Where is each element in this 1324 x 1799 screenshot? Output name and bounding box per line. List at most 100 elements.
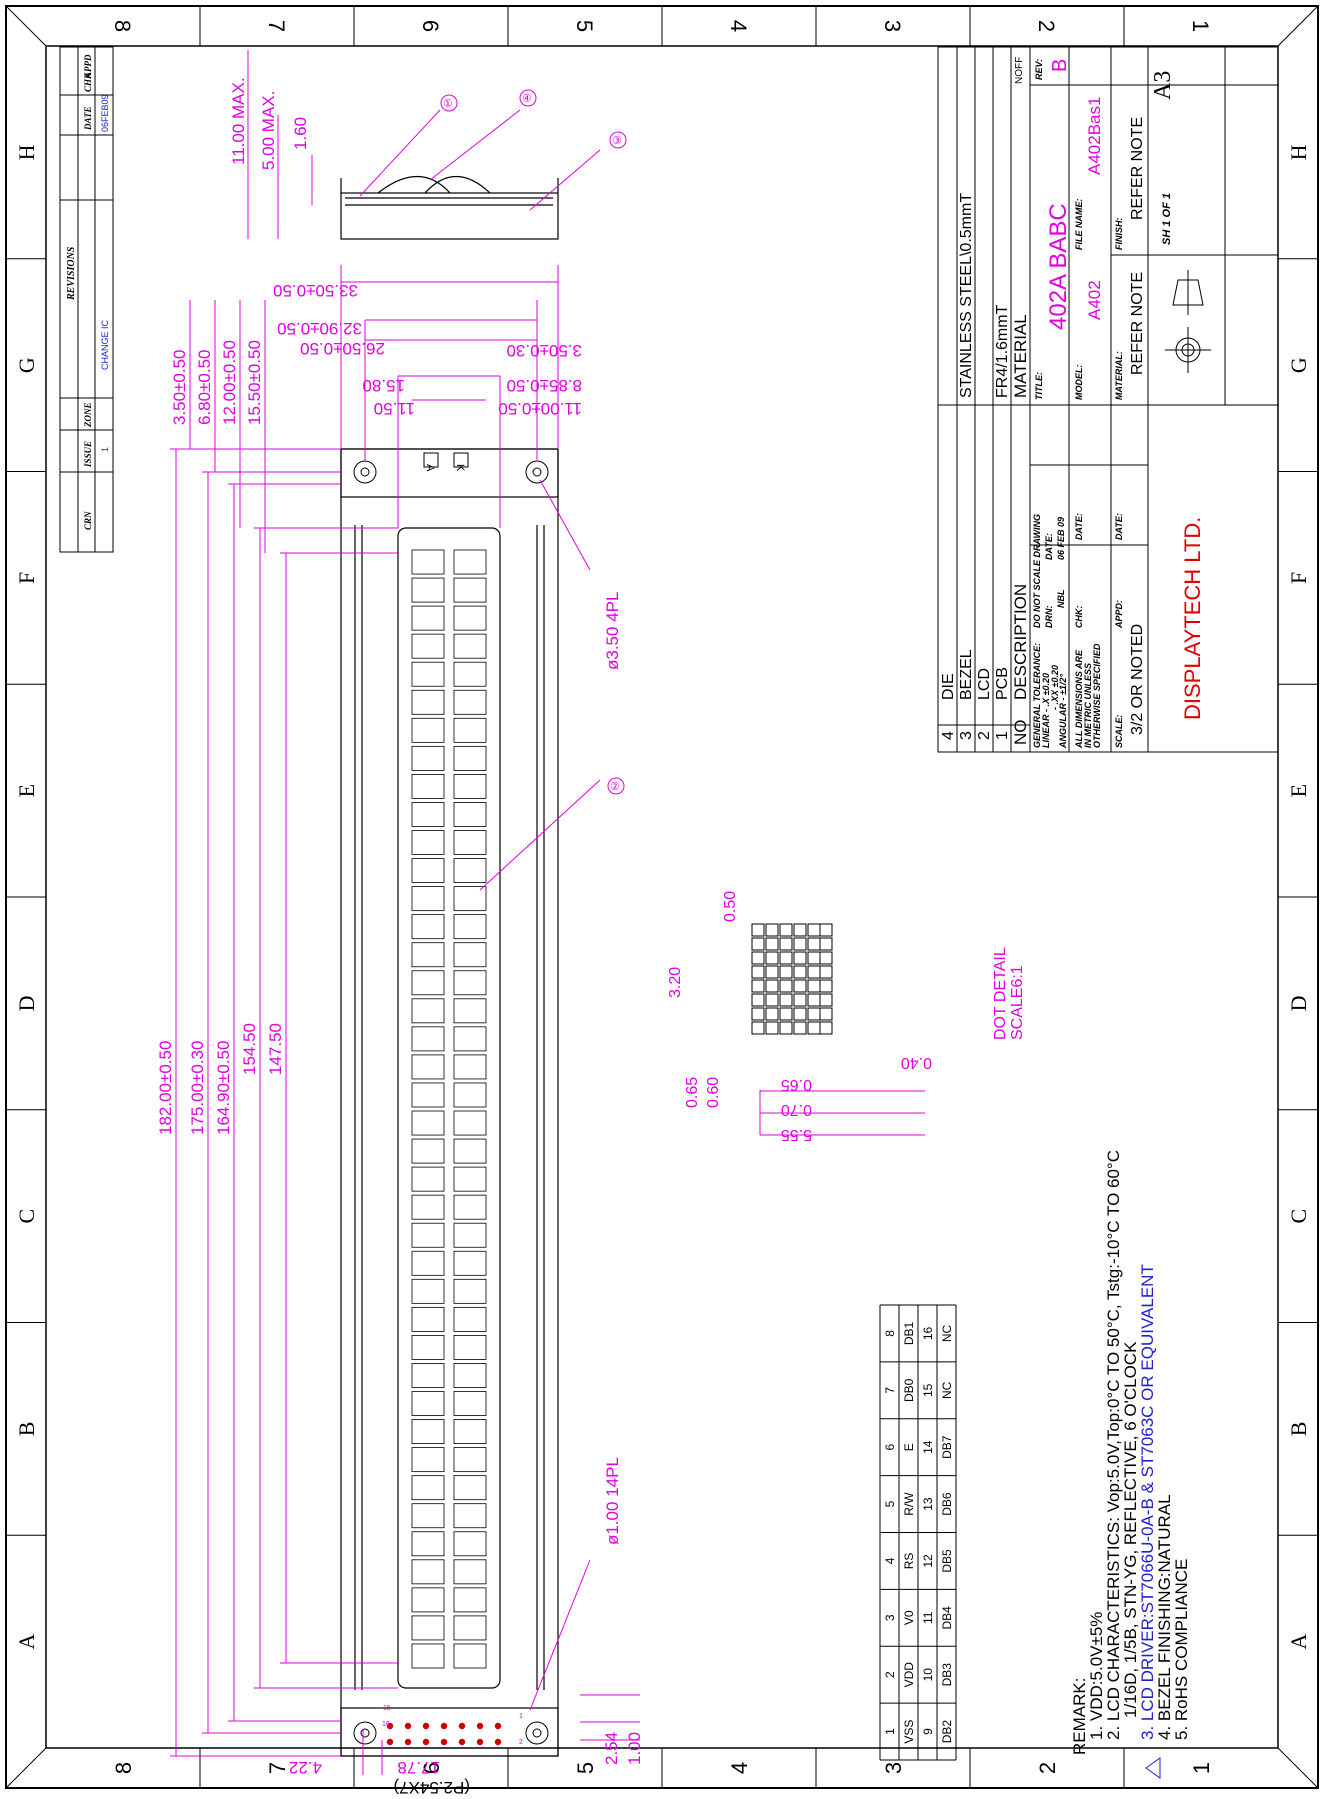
pin-table-cell: RS <box>902 1553 916 1570</box>
pin-table-cell: DB4 <box>940 1606 954 1630</box>
dim-17-78: 17.78 <box>397 1758 440 1777</box>
bom-desc-2: LCD <box>976 668 993 700</box>
zone-letter-left: A <box>14 1634 39 1650</box>
dot-cell <box>765 993 779 1007</box>
dot-cell <box>779 1007 793 1021</box>
pin-table-cell: 7 <box>883 1387 897 1394</box>
appd-label: APPD: <box>1114 600 1124 629</box>
chk-label: CHK: <box>1074 606 1084 629</box>
char-block <box>453 689 487 715</box>
char-block <box>453 549 487 575</box>
zone-letter-left: G <box>14 357 39 373</box>
char-block <box>411 942 445 968</box>
char-block <box>453 605 487 631</box>
char-block <box>453 1278 487 1304</box>
dot-dim-0-40: 0.40 <box>901 1054 932 1071</box>
char-block <box>411 1643 445 1669</box>
dot-cell <box>819 993 833 1007</box>
char-block <box>411 633 445 659</box>
char-block <box>453 1587 487 1613</box>
dot-dim-0-65-b: 0.65 <box>781 1076 812 1093</box>
char-block <box>411 549 445 575</box>
dims-note-1: ALL DIMENSIONS ARE <box>1074 649 1084 749</box>
pin-table-cell: VSS <box>902 1720 916 1744</box>
dot-cell <box>751 965 765 979</box>
zone-letter-right: C <box>1286 1209 1311 1224</box>
pin-table-cell: DB1 <box>902 1321 916 1345</box>
dim-1-60: 1.60 <box>291 117 310 150</box>
pin-table-cell: NC <box>940 1324 954 1342</box>
dot-cell <box>765 965 779 979</box>
dot-cell <box>819 951 833 965</box>
pin-table-cell: DB5 <box>940 1549 954 1573</box>
pin-hole <box>476 1738 484 1746</box>
char-block <box>453 1643 487 1669</box>
dot-cell <box>807 1021 821 1035</box>
dot-cell <box>819 923 833 937</box>
date-label-1: DATE: <box>1044 533 1054 560</box>
date-label-2: DATE: <box>1074 513 1084 540</box>
pin-table-cell: 8 <box>883 1330 897 1337</box>
char-block <box>453 1531 487 1557</box>
finish-label: FINISH: <box>1114 217 1124 250</box>
dot-cell <box>793 979 807 993</box>
char-block <box>411 1306 445 1332</box>
pin-hole <box>476 1722 484 1730</box>
zone-letter-left: C <box>14 1209 39 1224</box>
side-view <box>340 175 559 240</box>
char-block <box>411 745 445 771</box>
zone-number-top: 4 <box>726 20 751 32</box>
char-block <box>411 1250 445 1276</box>
dot-cell <box>779 1021 793 1035</box>
module-outline <box>340 448 559 1757</box>
tol-4: ANGULAR - ±1/2° <box>1058 674 1068 749</box>
dot-cell <box>779 923 793 937</box>
dot-detail-drawing <box>751 923 925 1136</box>
pin-hole <box>458 1738 466 1746</box>
char-block <box>411 802 445 827</box>
zone-number-top: 1 <box>1188 20 1213 32</box>
pin-table-cell: R/W <box>902 1492 916 1516</box>
pin-hole <box>440 1738 448 1746</box>
pin-table-cell: DB0 <box>902 1378 916 1402</box>
pin-table-cell: 4 <box>883 1557 897 1564</box>
dot-cell <box>793 965 807 979</box>
bom-header-material: MATERIAL <box>1011 314 1030 398</box>
remark-2: 2. LCD CHARACTERISTICS: Vop:5.0V,Top:0°C… <box>1104 1150 1123 1740</box>
zone-number-bottom: 1 <box>1189 1762 1214 1774</box>
dim-11-50: 11.50 <box>374 399 415 418</box>
char-block <box>411 1475 445 1501</box>
char-block <box>453 633 487 659</box>
bom-desc-3: BEZEL <box>958 649 975 700</box>
pin-hole <box>458 1722 466 1730</box>
rev-date-value: 06FEB09 <box>100 94 110 132</box>
dot-cell <box>807 993 821 1007</box>
char-block <box>453 577 487 603</box>
revision-table <box>59 46 114 553</box>
char-block <box>411 970 445 996</box>
dim-32-90: 32.90±0.50 <box>277 319 362 338</box>
char-block <box>411 689 445 715</box>
char-block <box>411 1419 445 1445</box>
char-block <box>411 1531 445 1557</box>
connector-pins <box>386 1722 502 1746</box>
file-label: FILE NAME: <box>1074 199 1084 251</box>
dim-6-80: 6.80±0.50 <box>195 349 214 425</box>
zone-letter-left: F <box>14 572 39 584</box>
pin-table-cell: 3 <box>883 1614 897 1621</box>
zone-letter-right: D <box>1286 995 1311 1011</box>
dim-12-00: 12.00±0.50 <box>220 340 239 425</box>
char-block <box>411 1054 445 1080</box>
title-block <box>937 46 1279 753</box>
remark-2b: 1/16D, 1/5B, STN-YG, REFLECTIVE, 6 O'CLO… <box>1121 1341 1140 1718</box>
dot-cell <box>751 1021 765 1035</box>
dot-cell <box>779 965 793 979</box>
char-block <box>411 1026 445 1052</box>
zone-number-top: 7 <box>264 20 289 32</box>
pin-table-cell: E <box>902 1443 916 1451</box>
pin-hole <box>404 1722 412 1730</box>
dot-cell <box>793 1021 807 1035</box>
pin-table-cell: NC <box>940 1381 954 1399</box>
remark-1: 1. VDD:5.0V±5% <box>1087 1612 1106 1740</box>
character-grid <box>411 549 487 1669</box>
